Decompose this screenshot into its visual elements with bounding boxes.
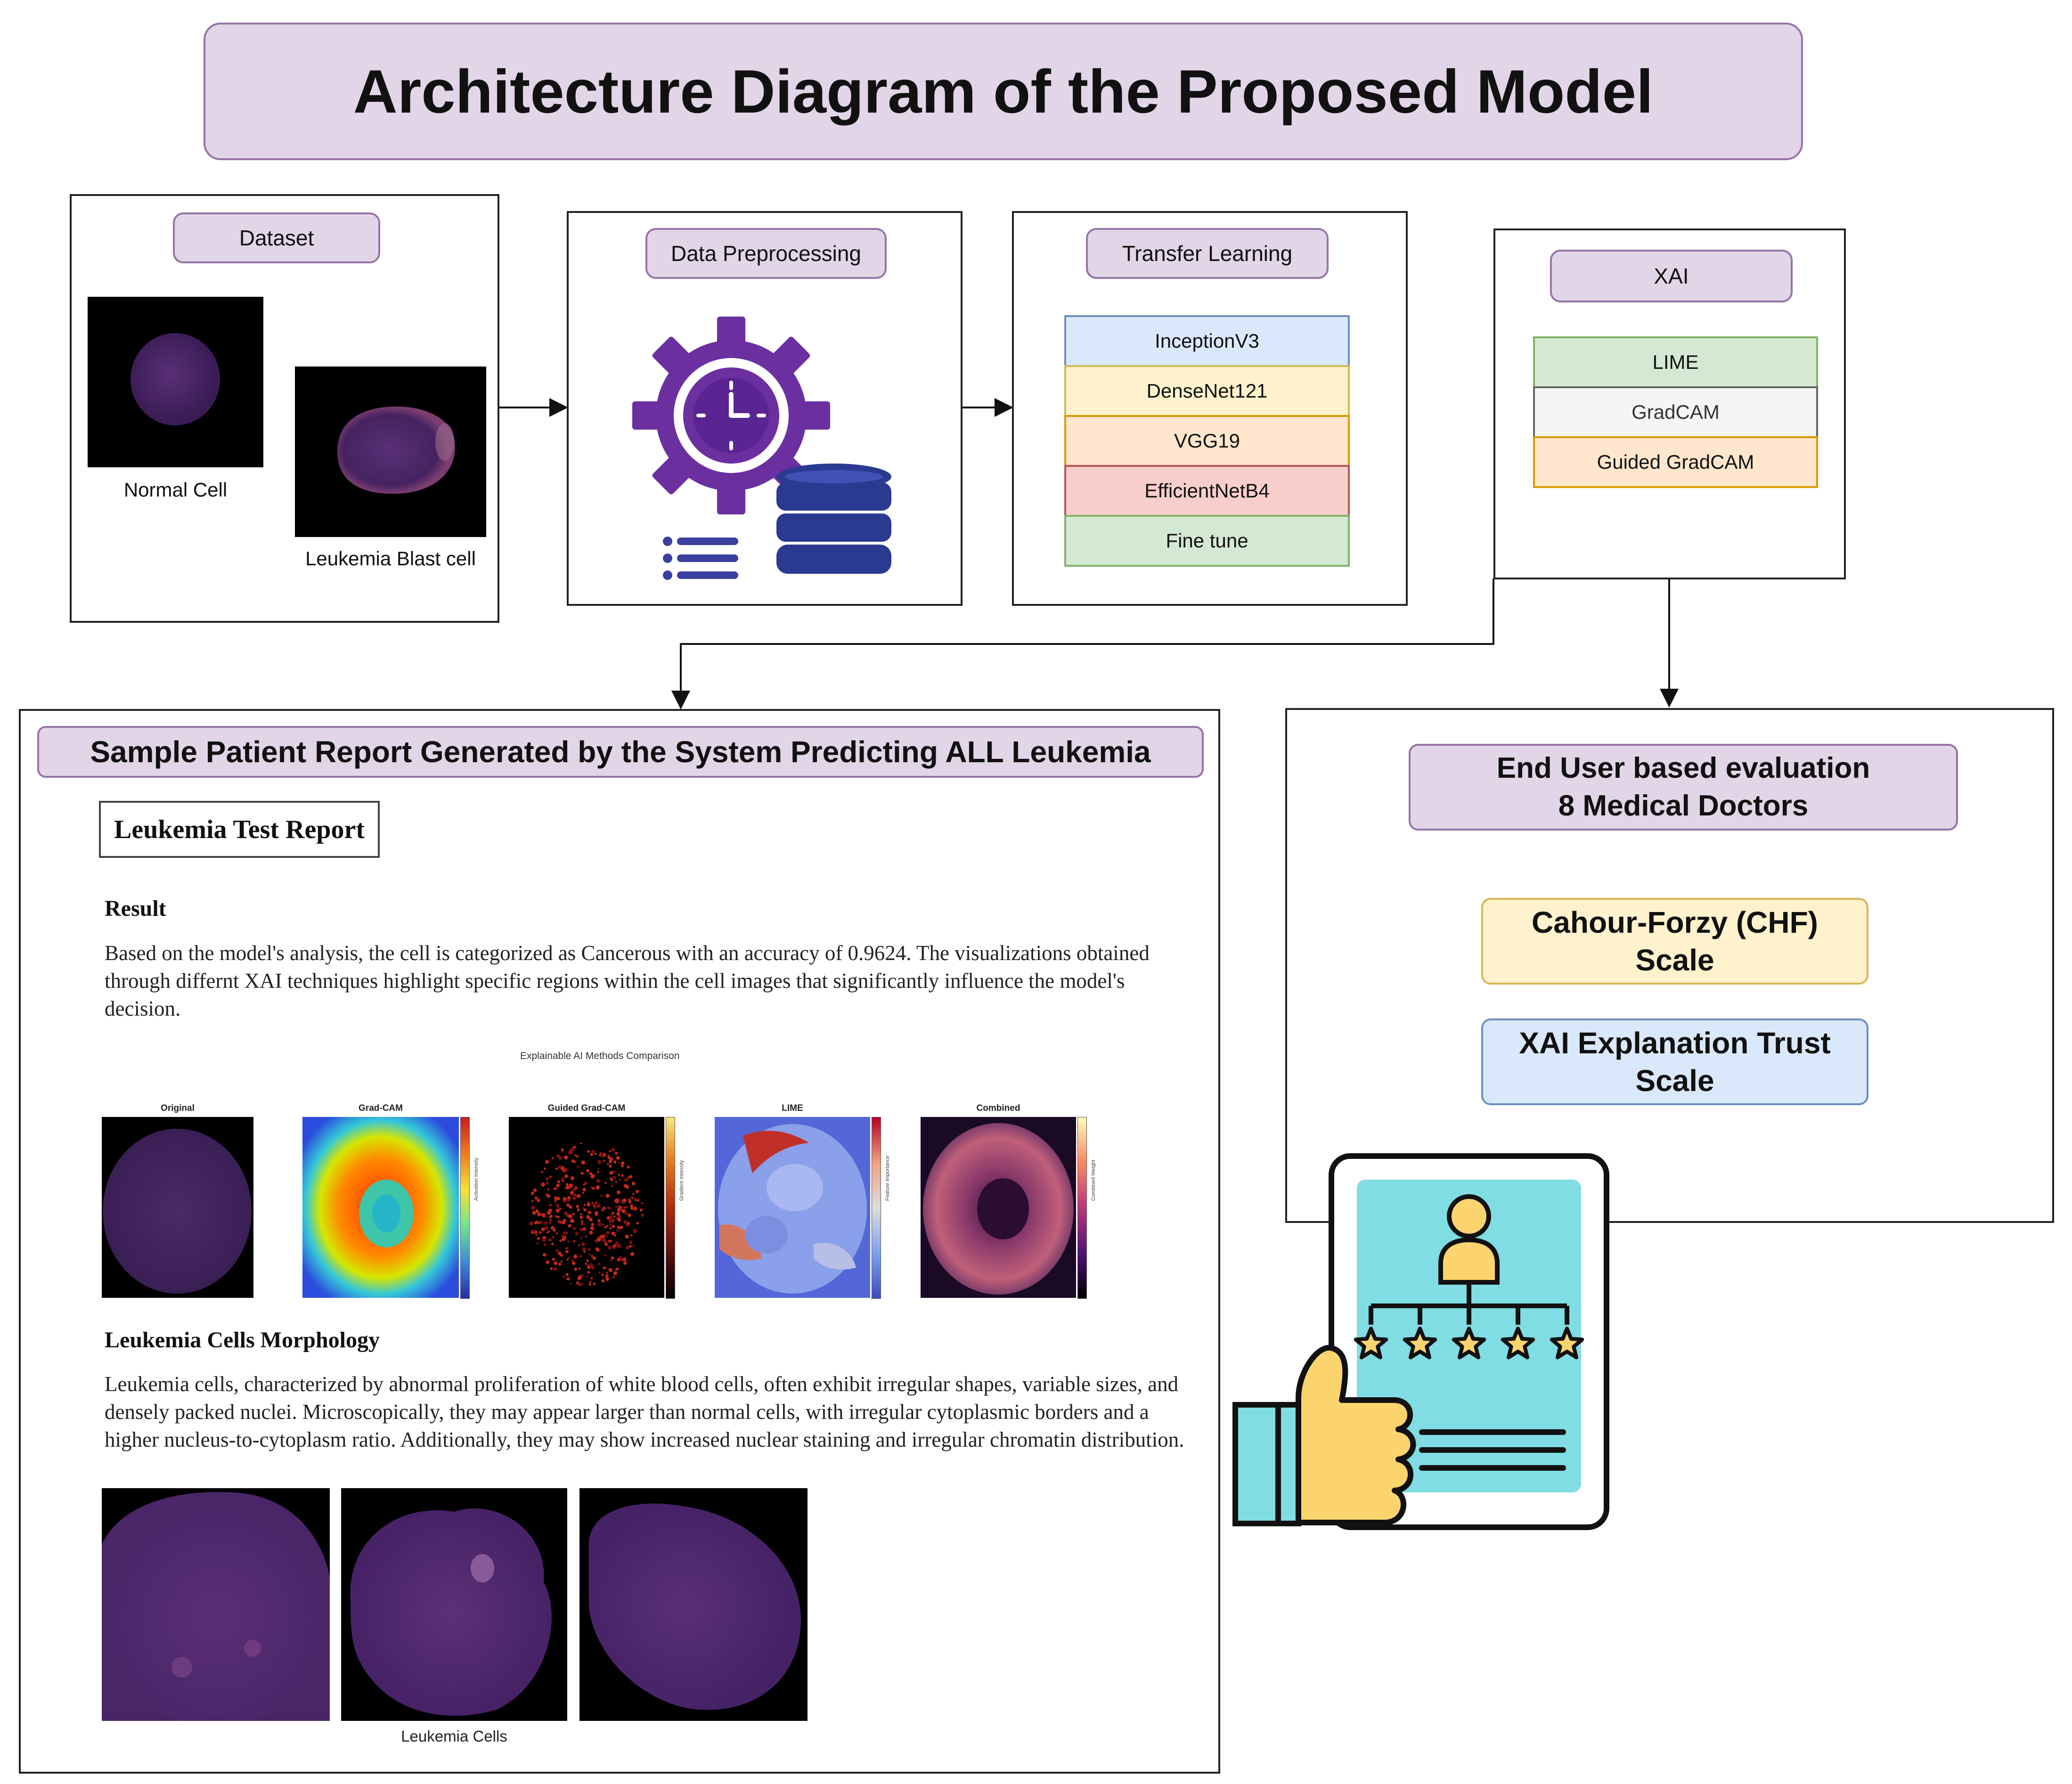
guided-gradcam-colorbar [666,1117,675,1299]
transfer-learning-panel: Transfer Learning InceptionV3 DenseNet12… [1012,211,1408,606]
figure-panel-label-gradcam: Grad-CAM [359,1103,403,1113]
figure-panel-label-original: Original [161,1103,195,1113]
preprocessing-label: Data Preprocessing [645,228,887,279]
model-densenet121: DenseNet121 [1064,365,1350,417]
leukemia-cell-image-1 [102,1488,330,1721]
model-name: EfficientNetB4 [1144,480,1270,502]
model-vgg19: VGG19 [1064,415,1350,467]
leukemia-cell-image-2 [341,1488,567,1721]
star-icon [1550,1327,1584,1360]
model-stack: InceptionV3 DenseNet121 VGG19 EfficientN… [1064,315,1350,567]
normal-cell-image [88,297,263,467]
report-doc-title: Leukemia Test Report [99,801,380,858]
lime-colorbar-label: Feature Importance [885,1156,890,1201]
leukemia-cell-image-3 [579,1488,808,1721]
star-icon [1354,1327,1388,1360]
preprocessing-label-text: Data Preprocessing [671,241,861,266]
evaluation-header-line2: 8 Medical Doctors [1558,790,1809,822]
figure-panel-label-combined: Combined [976,1103,1020,1113]
model-name: VGG19 [1174,430,1240,452]
model-inceptionv3: InceptionV3 [1064,315,1350,367]
evaluation-header: End User based evaluation 8 Medical Doct… [1409,744,1958,831]
arrow-xai-to-report [671,578,1494,709]
xai-method-guided-gradcam: Guided GradCAM [1533,436,1818,488]
chf-scale-line1: Cahour-Forzy (CHF) [1532,905,1818,939]
transfer-learning-label-text: Transfer Learning [1122,241,1293,266]
model-efficientnetb4: EfficientNetB4 [1064,465,1350,517]
blast-cell-image [295,367,486,537]
xai-figure-title: Explainable AI Methods Comparison [520,1051,680,1061]
xai-method-name: Guided GradCAM [1597,451,1754,473]
combined-colorbar-label: Combined Weight [1091,1159,1096,1201]
dataset-label: Dataset [173,212,380,263]
model-fine-tune: Fine tune [1064,515,1350,567]
model-name: Fine tune [1166,529,1248,552]
page-title: Architecture Diagram of the Proposed Mod… [204,23,1803,160]
gradcam-colorbar [460,1117,470,1299]
star-icon [1501,1327,1535,1360]
preprocessing-panel: Data Preprocessing [567,211,963,606]
xai-label-text: XAI [1654,264,1689,288]
list-icon [663,537,738,580]
morphology-heading: Leukemia Cells Morphology [105,1328,380,1352]
thumbs-up-icon [1232,1344,1416,1526]
report-header: Sample Patient Report Generated by the S… [37,726,1204,778]
trust-scale-line1: XAI Explanation Trust [1519,1026,1831,1060]
transfer-learning-label: Transfer Learning [1086,228,1329,279]
chf-scale-line2: Scale [1635,943,1714,977]
chf-scale-box: Cahour-Forzy (CHF) Scale [1481,898,1868,985]
morphology-text: Leukemia cells, characterized by abnorma… [105,1372,1184,1451]
trust-scale-line2: Scale [1635,1064,1714,1098]
leukemia-cells-caption: Leukemia Cells [401,1727,507,1745]
result-text: Based on the model's analysis, the cell … [105,941,1150,1020]
figure-panel-label-guided-gradcam: Guided Grad-CAM [547,1103,626,1113]
xai-method-stack: LIME GradCAM Guided GradCAM [1533,336,1818,488]
figure-combined-image [921,1117,1076,1298]
user-rating-icon [1232,1153,1609,1530]
person-icon [1438,1194,1500,1285]
combined-colorbar [1077,1117,1087,1299]
evaluation-header-line1: End User based evaluation [1496,752,1870,784]
xai-label: XAI [1550,250,1793,302]
gradcam-colorbar-label: Activation Intensity [473,1157,479,1201]
xai-method-gradcam: GradCAM [1533,386,1818,438]
lime-colorbar [872,1117,881,1299]
result-heading: Result [105,896,166,921]
xai-panel: XAI LIME GradCAM Guided GradCAM [1493,228,1846,579]
xai-method-name: LIME [1652,351,1699,373]
figure-original-image [102,1117,253,1298]
report-doc-title-text: Leukemia Test Report [114,815,365,844]
xai-method-lime: LIME [1533,336,1818,388]
database-icon [776,464,891,574]
blast-cell-caption: Leukemia Blast cell [305,547,476,570]
report-header-text: Sample Patient Report Generated by the S… [90,735,1151,769]
star-icon-row [1354,1327,1584,1360]
model-name: DenseNet121 [1146,380,1268,402]
model-name: InceptionV3 [1155,330,1259,352]
figure-gradcam-image [302,1117,459,1298]
dataset-panel: Dataset Normal Cell Leukemia Blast cell [70,194,499,623]
page-title-text: Architecture Diagram of the Proposed Mod… [353,57,1654,126]
evaluation-panel: End User based evaluation 8 Medical Doct… [1285,708,2054,1223]
dataset-label-text: Dataset [239,226,314,250]
report-panel: Sample Patient Report Generated by the S… [19,709,1220,1774]
star-icon [1403,1327,1437,1360]
normal-cell-caption: Normal Cell [123,479,228,501]
star-icon [1452,1327,1486,1360]
gear-clock-icon [632,317,830,514]
guided-gradcam-colorbar-label: Gradient Intensity [679,1160,685,1201]
figure-panel-label-lime: LIME [782,1103,803,1113]
xai-method-name: GradCAM [1631,401,1720,423]
trust-scale-box: XAI Explanation Trust Scale [1481,1018,1868,1105]
figure-lime-image [715,1117,870,1298]
figure-guided-gradcam-image [509,1117,664,1298]
